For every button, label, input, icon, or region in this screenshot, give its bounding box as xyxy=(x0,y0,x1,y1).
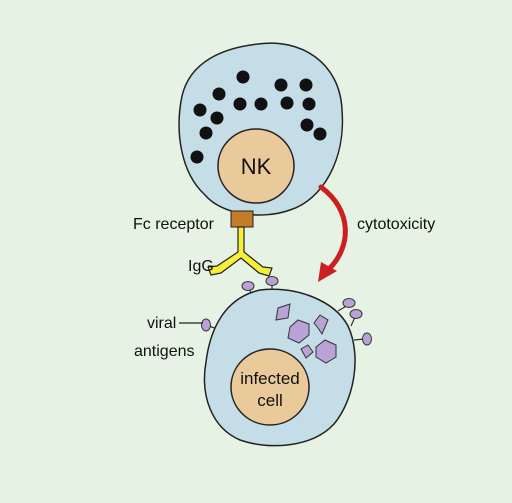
infected-cell-nucleus xyxy=(230,348,310,426)
viral-antigen xyxy=(362,332,372,346)
viral-particles xyxy=(275,303,337,364)
igg-antibody xyxy=(207,226,273,277)
viral-antigen xyxy=(342,298,356,308)
granule xyxy=(236,70,250,84)
infected-cell-label-line2: cell xyxy=(257,391,283,410)
granule xyxy=(210,111,224,125)
granule xyxy=(199,126,213,140)
fc-receptor-label: Fc receptor xyxy=(133,216,215,233)
granule xyxy=(254,97,268,111)
viral-particle xyxy=(313,314,329,336)
viral-antigens xyxy=(201,276,372,346)
granule xyxy=(302,97,316,111)
viral-antigen xyxy=(349,309,363,319)
granule xyxy=(193,103,207,117)
granule xyxy=(299,78,313,92)
infected-cell-label-line1: infected xyxy=(240,369,300,388)
cytotoxicity-label: cytotoxicity xyxy=(357,216,435,233)
viral-particle xyxy=(275,303,291,321)
viral-particle xyxy=(287,319,310,344)
nk-granules xyxy=(190,70,327,164)
granule xyxy=(212,87,226,101)
nk-nucleus xyxy=(217,128,295,204)
viral-antigen xyxy=(201,318,211,332)
viral-antigens-label-line2: antigens xyxy=(134,343,195,360)
granule xyxy=(300,118,314,132)
granule xyxy=(274,78,288,92)
granule xyxy=(233,97,247,111)
igg-label: IgG xyxy=(188,258,214,275)
cytotoxicity-arrow xyxy=(318,184,348,272)
fc-receptor xyxy=(230,210,254,228)
granule xyxy=(313,127,327,141)
nk-nucleus-label: NK xyxy=(241,154,272,179)
viral-particle xyxy=(300,344,314,359)
viral-particle xyxy=(315,339,337,364)
viral-antigen xyxy=(241,281,255,291)
viral-antigen xyxy=(265,276,279,286)
cytotoxicity-arrowhead xyxy=(318,262,337,282)
granule xyxy=(190,150,204,164)
granule xyxy=(280,96,294,110)
viral-antigens-label-line1: viral xyxy=(147,315,176,332)
